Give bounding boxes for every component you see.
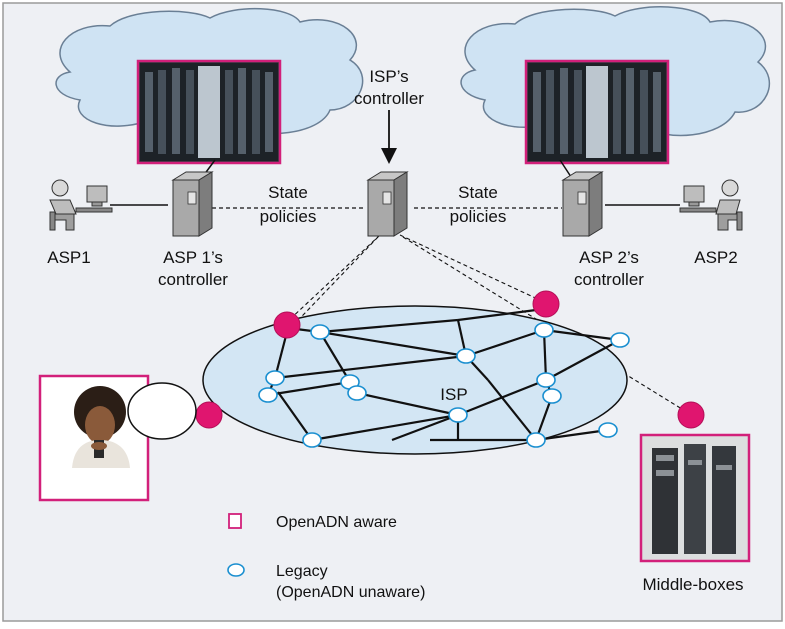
legacy-node (598, 422, 618, 438)
label-state-right-2: policies (450, 207, 507, 226)
label-state-left-1: State (268, 183, 308, 202)
legend-aware-label: OpenADN aware (276, 514, 397, 531)
server-icon (366, 171, 409, 237)
server-icon (561, 171, 604, 237)
label-isp-controller-2: controller (354, 89, 424, 108)
user-photo (38, 374, 150, 502)
legend-legacy-label-2: (OpenADN unaware) (276, 584, 425, 601)
server-icon (171, 171, 214, 237)
arrow-head-icon (381, 148, 397, 164)
datacenter-photo-left (136, 59, 282, 165)
legacy-node (302, 432, 322, 448)
aware-node (195, 401, 223, 429)
legend-legacy-marker (227, 563, 245, 577)
aware-node (677, 401, 705, 429)
isp-network-ellipse (202, 305, 628, 455)
aware-node (273, 311, 301, 339)
aware-node (532, 290, 560, 318)
legacy-node (347, 385, 367, 401)
legend-aware-marker (228, 513, 242, 529)
legacy-node (456, 348, 476, 364)
label-asp1: ASP1 (47, 248, 90, 267)
legacy-node (610, 332, 630, 348)
legacy-node (310, 324, 330, 340)
label-asp2-controller-2: controller (574, 270, 644, 289)
legacy-node (258, 387, 278, 403)
label-asp2: ASP2 (694, 248, 737, 267)
user-at-computer-icon (49, 179, 113, 231)
datacenter-photo-right (524, 59, 670, 165)
legend-legacy-label-1: Legacy (276, 563, 328, 580)
label-state-right-1: State (458, 183, 498, 202)
aware-nodes (195, 290, 705, 429)
label-asp1-controller-2: controller (158, 270, 228, 289)
middle-boxes-photo (639, 433, 751, 563)
legacy-node (448, 407, 468, 423)
legacy-node (542, 388, 562, 404)
label-asp2-controller-1: ASP 2’s (579, 248, 639, 267)
label-isp: ISP (440, 385, 467, 404)
label-middle-boxes: Middle-boxes (642, 575, 743, 594)
user-access-ellipse (127, 382, 197, 440)
label-isp-controller-1: ISP’s (369, 67, 408, 86)
user-at-computer-icon (679, 179, 743, 231)
legacy-node (526, 432, 546, 448)
label-state-left-2: policies (260, 207, 317, 226)
legacy-node (534, 322, 554, 338)
legacy-nodes (258, 322, 630, 448)
label-asp1-controller-1: ASP 1’s (163, 248, 223, 267)
legacy-node (265, 370, 285, 386)
legacy-node (536, 372, 556, 388)
